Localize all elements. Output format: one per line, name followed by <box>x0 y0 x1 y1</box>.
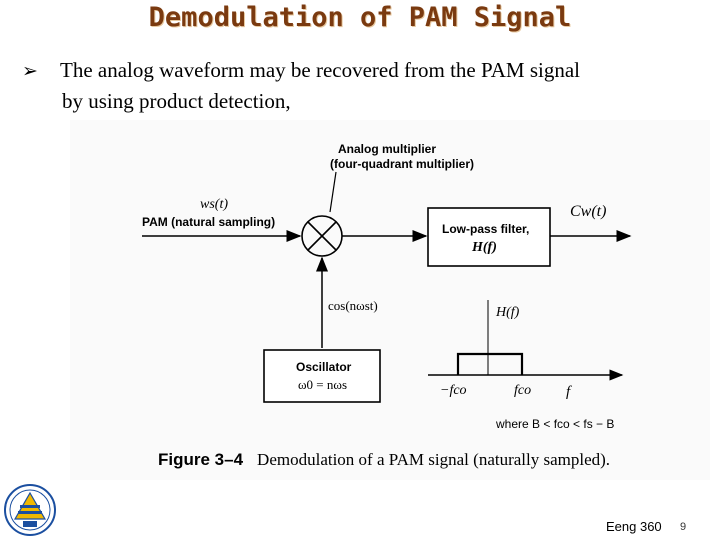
caption-text: Demodulation of a PAM signal (naturally … <box>257 450 611 469</box>
low-pass-filter-block <box>427 207 551 267</box>
figure-background <box>70 120 710 480</box>
oscillator-label-2: ω0 = nωs <box>298 377 347 392</box>
university-logo-icon <box>4 484 56 536</box>
input-signal-label: ws(t) <box>200 197 228 212</box>
oscillator-label-1: Oscillator <box>296 360 352 374</box>
response-label: H(f) <box>495 305 520 320</box>
footer-page-number: 9 <box>680 521 687 533</box>
neg-cutoff-label: −fco <box>440 383 467 398</box>
multiplier-icon <box>301 215 343 257</box>
arrow-bullet-icon: ➢ <box>22 60 38 82</box>
input-label: PAM (natural sampling) <box>142 215 275 229</box>
filter-label-1: Low-pass filter, <box>442 222 529 236</box>
bullet-text-line-2: by using product detection, <box>62 89 291 113</box>
multiplier-pointer-line <box>329 171 337 213</box>
caption-number: Figure 3–4 <box>158 450 244 469</box>
slide-title: Demodulation of PAM Signal <box>148 2 572 33</box>
multiplier-label-1: Analog multiplier <box>338 142 436 156</box>
oscillator-block <box>263 349 381 403</box>
frequency-axis-label: f <box>566 384 572 400</box>
pos-cutoff-label: fco <box>514 383 531 398</box>
footer-course: Eeng 360 <box>606 519 662 534</box>
carrier-label: cos(nωst) <box>328 298 378 313</box>
bullet-text-line-1: ➢The analog waveform may be recovered fr… <box>22 55 712 86</box>
filter-response-rect <box>456 352 524 375</box>
filter-label-2: H(f) <box>471 240 497 255</box>
multiplier-label-2: (four-quadrant multiplier) <box>330 157 474 171</box>
cutoff-condition: where B < fco < fs − B <box>495 417 614 431</box>
figure-caption: Figure 3–4 Demodulation of a PAM signal (… <box>158 450 610 470</box>
output-label: Cw(t) <box>570 203 606 220</box>
